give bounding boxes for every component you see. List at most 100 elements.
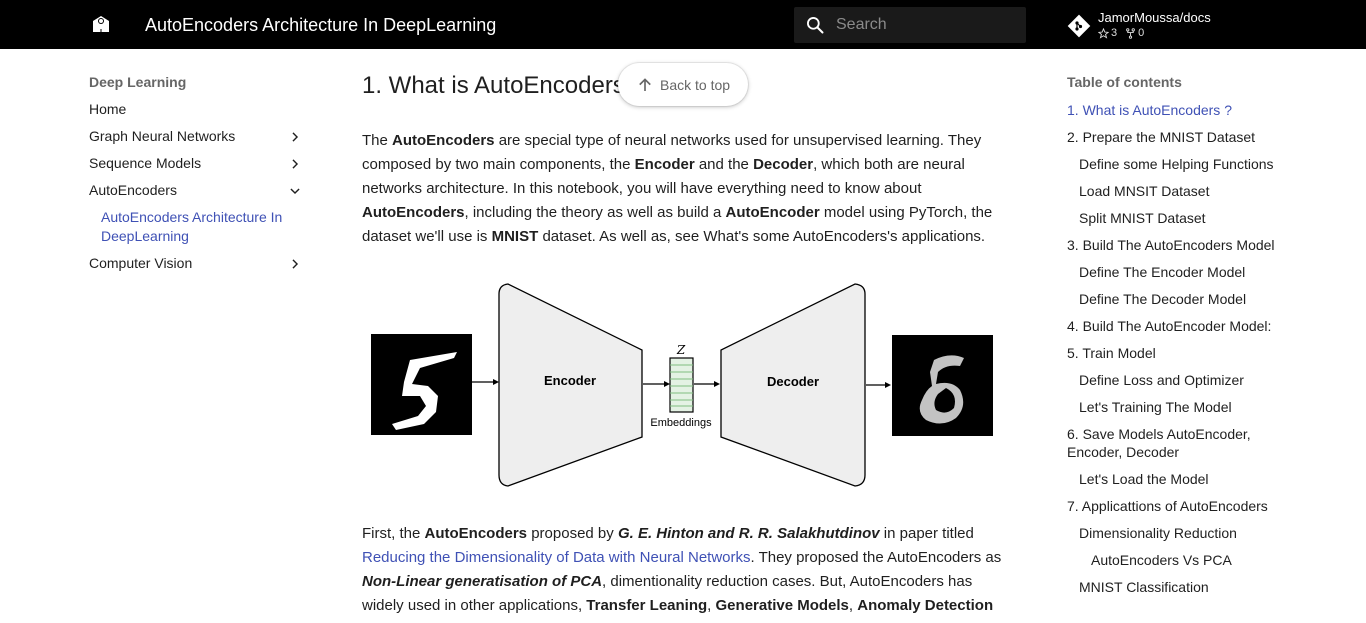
toc-item[interactable]: Let's Load the Model xyxy=(1079,471,1209,487)
arrow-head xyxy=(885,382,891,388)
text: proposed by xyxy=(527,525,618,542)
chevron-down-icon[interactable] xyxy=(288,184,302,198)
primary-nav: Deep Learning Home Graph Neural Networks… xyxy=(89,72,304,273)
toc-item[interactable]: 6. Save Models AutoEncoder, Encoder, Dec… xyxy=(1067,426,1251,460)
latent-vector xyxy=(669,357,694,413)
bold-text: Encoder xyxy=(634,156,695,173)
nav-item-label: AutoEncoders xyxy=(89,182,177,198)
toc-item[interactable]: Let's Training The Model xyxy=(1079,399,1232,415)
toc-item[interactable]: Define The Encoder Model xyxy=(1079,264,1246,280)
repo-stars-count: 3 xyxy=(1111,27,1118,39)
nav-item-sequence-models[interactable]: Sequence Models xyxy=(89,146,304,173)
star-icon xyxy=(1098,27,1109,39)
nav-item-label: Graph Neural Networks xyxy=(89,128,236,144)
repo-forks: 0 xyxy=(1125,27,1144,39)
back-to-top-label: Back to top xyxy=(660,76,731,93)
nav-item-graph-neural-networks[interactable]: Graph Neural Networks xyxy=(89,119,304,146)
bold-text: Transfer Leaning xyxy=(586,597,708,614)
repo-name: JamorMoussa/docs xyxy=(1098,10,1211,25)
toc-item[interactable]: 2. Prepare the MNIST Dataset xyxy=(1067,129,1256,145)
nav-heading: Deep Learning xyxy=(89,74,187,90)
bold-italic-text: Non-Linear generatisation of PCA xyxy=(362,573,603,590)
fork-icon xyxy=(1126,27,1135,39)
text: , dimentionality reduction cases. But, A… xyxy=(362,573,973,614)
repo-facts: 3 0 xyxy=(1098,27,1144,39)
text: The xyxy=(362,132,393,149)
bold-text: Anomaly Detection xyxy=(857,597,994,614)
embeddings-label: Embeddings xyxy=(650,417,712,429)
toc-item[interactable]: MNIST Classification xyxy=(1079,579,1209,595)
autoencoder-diagram: Encoder Z Embeddings Decoder xyxy=(371,283,993,487)
text: model using PyTorch, the dataset we'll u… xyxy=(362,204,993,245)
nav-item-home[interactable]: Home xyxy=(89,92,304,119)
bold-text: MNIST xyxy=(491,228,539,245)
bold-text: Decoder xyxy=(753,156,814,173)
back-to-top-button[interactable]: Back to top xyxy=(618,63,748,106)
encoder-shape xyxy=(498,283,643,487)
chevron-right-icon[interactable] xyxy=(288,257,302,271)
nav-item-computer-vision[interactable]: Computer Vision xyxy=(89,246,304,273)
repo-stars: 3 xyxy=(1098,27,1117,39)
decoder-label: Decoder xyxy=(767,374,819,389)
chevron-right-icon[interactable] xyxy=(288,130,302,144)
text: and the xyxy=(694,156,754,173)
bold-text: AutoEncoders xyxy=(424,525,528,542)
toc-item[interactable]: Define Loss and Optimizer xyxy=(1079,372,1244,388)
toc-item[interactable]: Dimensionality Reduction xyxy=(1079,525,1237,541)
text: are special type of neural networks used… xyxy=(362,132,982,173)
toc-item[interactable]: 3. Build The AutoEncoders Model xyxy=(1067,237,1275,253)
toc-item[interactable]: Define The Decoder Model xyxy=(1079,291,1247,307)
top-header: AutoEncoders Architecture In DeepLearnin… xyxy=(0,0,1366,49)
nav-item-autoencoders-architecture[interactable]: AutoEncoders Architecture In DeepLearnin… xyxy=(101,209,283,244)
arrow-head xyxy=(714,381,720,387)
git-icon xyxy=(1067,14,1091,38)
logo-icon[interactable] xyxy=(89,13,113,37)
output-digit-image xyxy=(892,335,993,436)
toc-item[interactable]: 5. Train Model xyxy=(1067,345,1156,361)
bold-text: AutoEncoder xyxy=(725,204,820,221)
nav-item-label: Sequence Models xyxy=(89,155,202,171)
nav-item-autoencoders[interactable]: AutoEncoders xyxy=(89,173,304,200)
decoder-shape xyxy=(720,283,866,487)
main-content: 1. What is AutoEncoders ? The AutoEncode… xyxy=(362,70,1004,614)
latent-z-label: Z xyxy=(676,343,686,357)
text: , including the theory as well as build … xyxy=(464,204,726,221)
nav-item-label: Home xyxy=(89,101,127,117)
toc-item[interactable]: 7. Applicattions of AutoEncoders xyxy=(1067,498,1268,514)
paper-link[interactable]: Reducing the Dimensionality of Data with… xyxy=(362,549,751,566)
bold-text: AutoEncoders xyxy=(392,132,495,149)
toc-item[interactable]: Split MNIST Dataset xyxy=(1079,210,1206,226)
text: . They proposed the AutoEncoders as xyxy=(750,549,1002,566)
search-box[interactable] xyxy=(794,7,1026,43)
toc-item[interactable]: Load MNSIT Dataset xyxy=(1079,183,1210,199)
arrow-head xyxy=(493,379,499,385)
text: dataset. As well as, see What's some Aut… xyxy=(538,228,986,245)
text: , xyxy=(848,597,858,614)
toc-item[interactable]: Define some Helping Functions xyxy=(1079,156,1274,172)
search-input[interactable] xyxy=(836,7,1016,43)
toc-item[interactable]: 1. What is AutoEncoders ? xyxy=(1067,102,1232,118)
text: First, the xyxy=(362,525,425,542)
encoder-label: Encoder xyxy=(544,373,596,388)
bold-text: Generative Models xyxy=(715,597,849,614)
table-of-contents: Table of contents 1. What is AutoEncoder… xyxy=(1067,72,1297,596)
nav-item-label: Computer Vision xyxy=(89,255,193,271)
intro-paragraph: The AutoEncoders are special type of neu… xyxy=(362,129,1004,249)
site-title[interactable]: AutoEncoders Architecture In DeepLearnin… xyxy=(145,15,497,35)
arrow-up-icon xyxy=(639,77,651,91)
toc-item[interactable]: 4. Build The AutoEncoder Model: xyxy=(1067,318,1272,334)
text: , which both are neural networks archite… xyxy=(362,156,965,197)
chevron-right-icon[interactable] xyxy=(288,157,302,171)
history-paragraph: First, the AutoEncoders proposed by G. E… xyxy=(362,522,1004,618)
bold-italic-text: G. E. Hinton and R. R. Salakhutdinov xyxy=(617,525,880,542)
toc-item[interactable]: AutoEncoders Vs PCA xyxy=(1091,552,1232,568)
input-digit-image xyxy=(371,334,472,435)
bold-text: AutoEncoders xyxy=(362,204,465,221)
text: in paper titled xyxy=(879,525,974,542)
arrow-head xyxy=(664,381,670,387)
page-heading: 1. What is AutoEncoders ? xyxy=(362,72,645,99)
text: , xyxy=(707,597,716,614)
toc-heading: Table of contents xyxy=(1067,74,1182,90)
repo-forks-count: 0 xyxy=(1138,27,1145,39)
search-icon[interactable] xyxy=(805,15,825,35)
